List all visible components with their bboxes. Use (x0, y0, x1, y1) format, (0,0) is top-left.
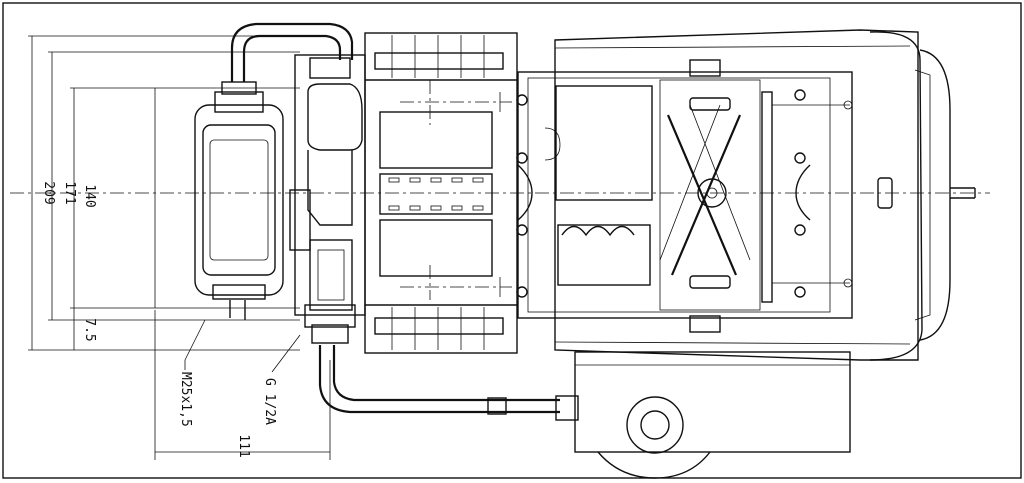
callout-port: G 1/2A (262, 378, 277, 425)
motor-housing (516, 29, 976, 361)
dimension-171: 171 (62, 181, 77, 204)
dimension-209: 209 (41, 181, 56, 204)
filter-cylinder (194, 81, 284, 320)
dimension-7-5: 7.5 (82, 318, 97, 341)
bottom-pipe (318, 345, 579, 421)
base-unit (574, 351, 851, 479)
dimension-lines (10, 35, 990, 460)
callout-leaders (184, 319, 301, 373)
center-block (364, 32, 518, 354)
dimension-140: 140 (82, 184, 97, 207)
callout-thread: M25x1,5 (178, 372, 193, 427)
dimension-111: 111 (236, 434, 251, 457)
top-pipe (230, 22, 354, 82)
valve-column (289, 54, 366, 344)
